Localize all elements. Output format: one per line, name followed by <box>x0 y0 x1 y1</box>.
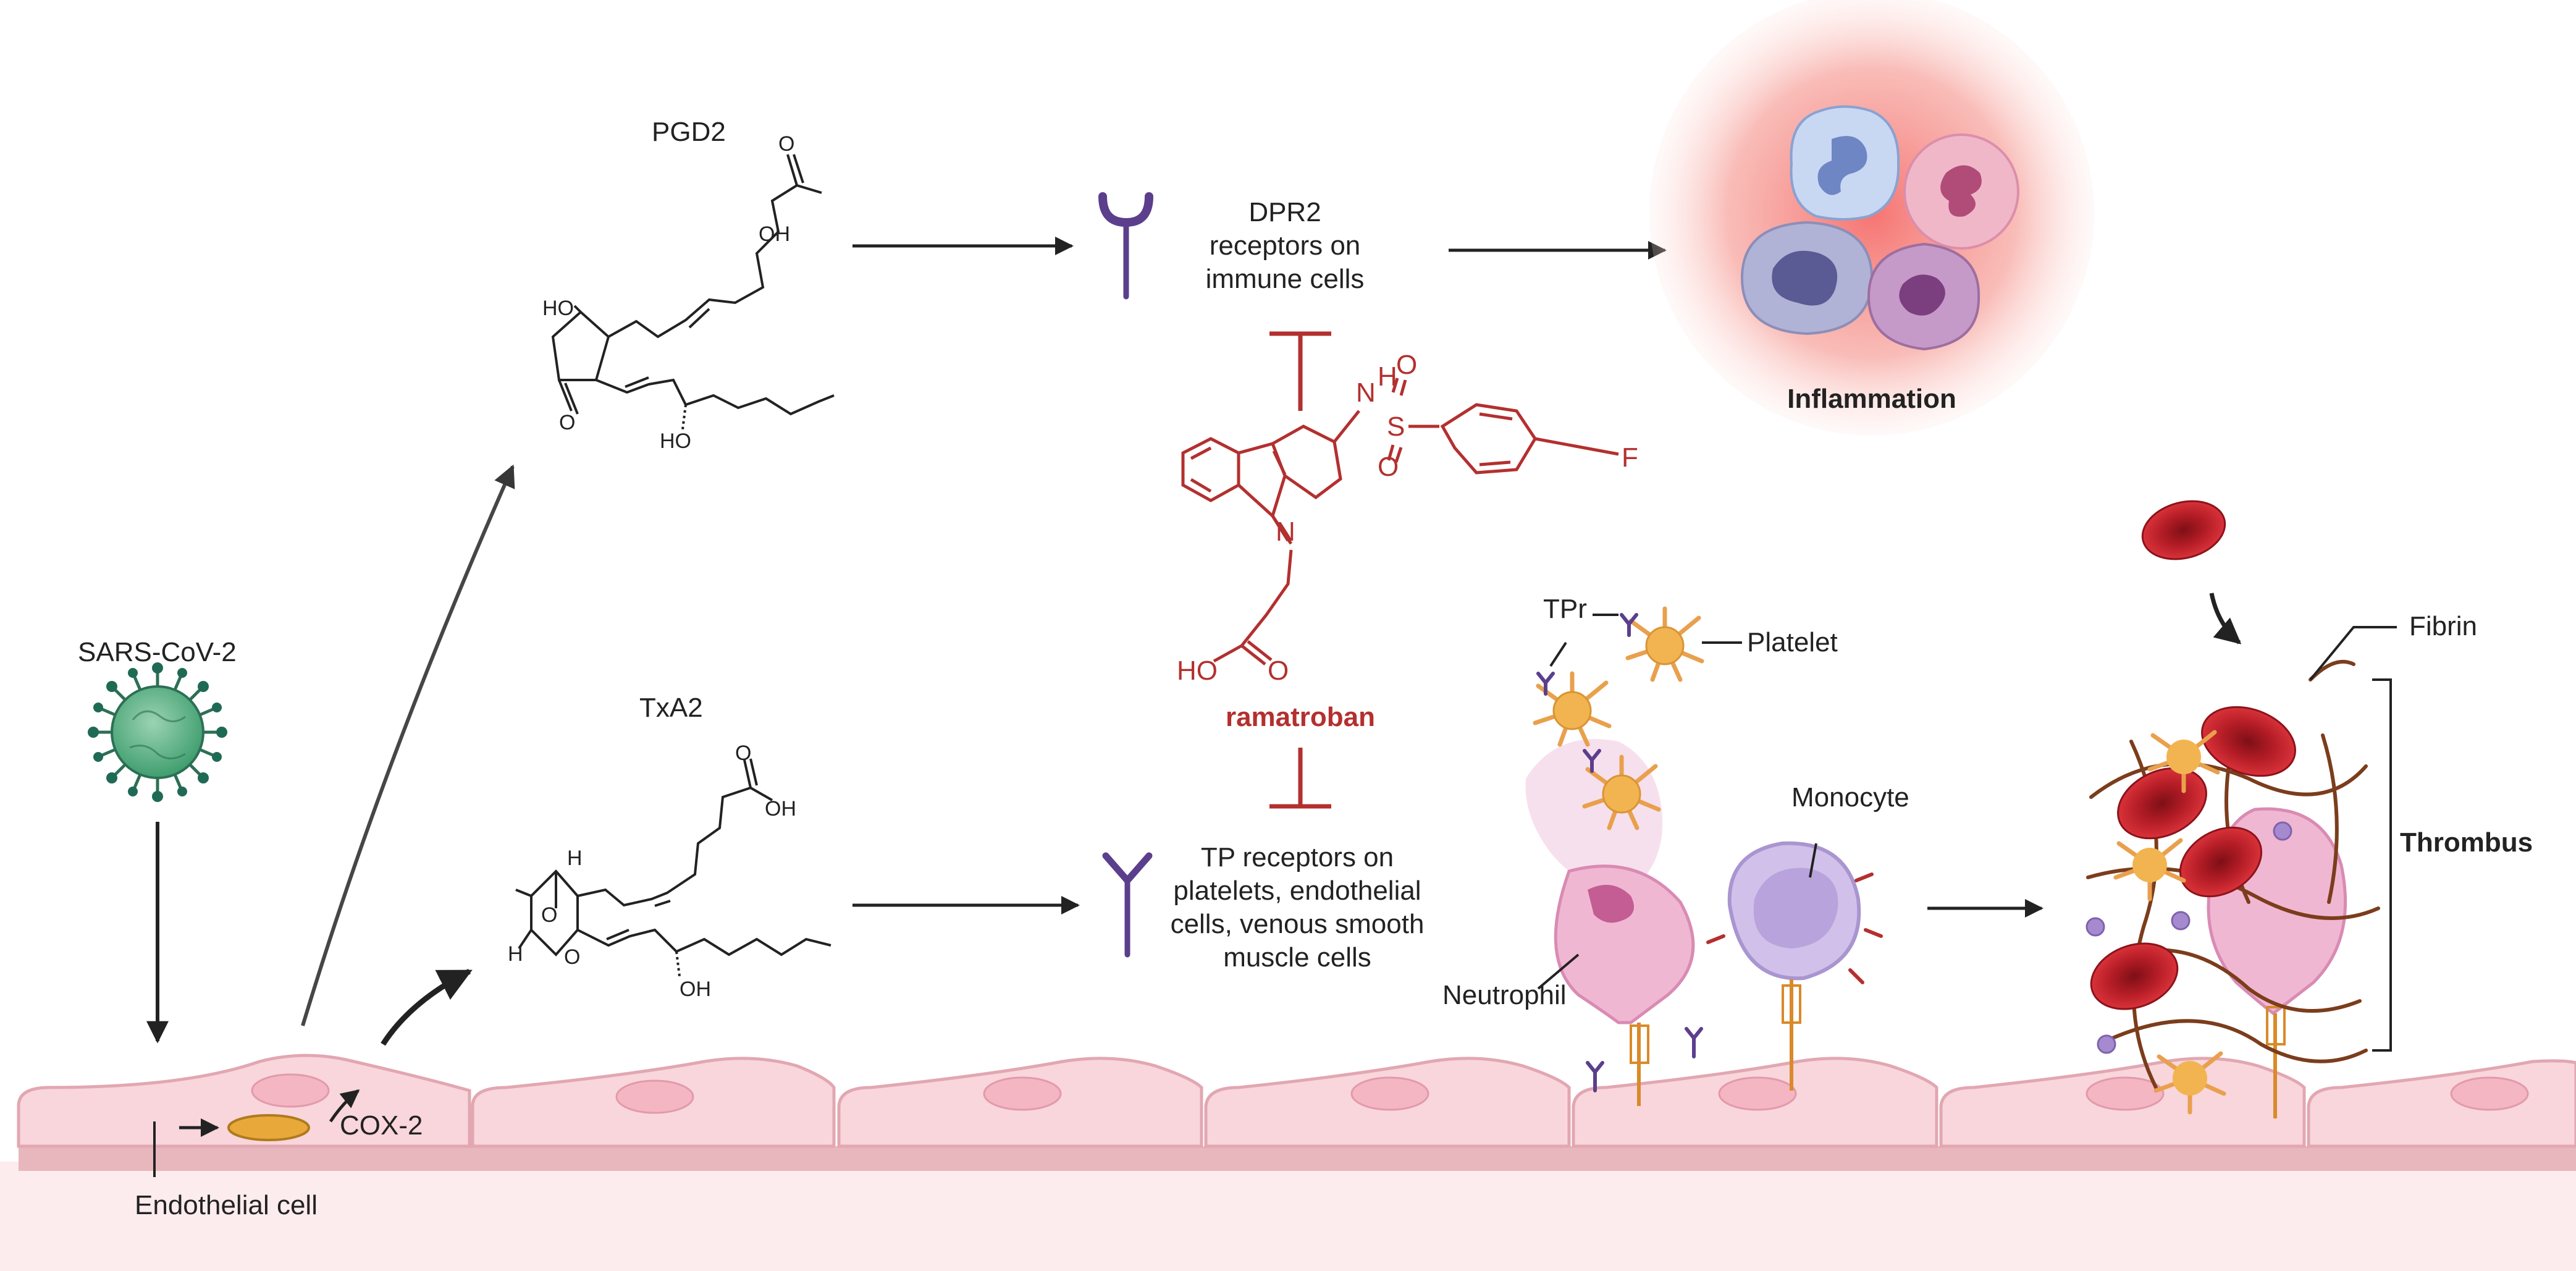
neutrophil-label: Neutrophil <box>1442 980 1567 1010</box>
basophil-cell <box>1867 242 1980 351</box>
thrombus-bracket <box>2372 678 2392 1052</box>
inhibit-dpr2-tbar <box>1269 331 1331 411</box>
monocyte-cell <box>1706 841 1883 1091</box>
sars-cov-2-group: SARS-CoV-2 <box>78 637 237 1044</box>
thrombus-small-particles <box>2086 821 2292 1054</box>
inflammation-group: Inflammation <box>1649 0 2094 436</box>
thrombus-platelets <box>2113 730 2226 1115</box>
endothelium-layer: COX-2 Endothelial cell <box>0 1054 2576 1271</box>
ram-ho: HO <box>1177 656 1218 686</box>
ram-n-sulfonamide: N <box>1356 378 1376 408</box>
tpr-receptor-icons <box>1536 613 1703 1092</box>
platelet-label: Platelet <box>1747 627 1838 657</box>
svg-text:receptors on: receptors on <box>1210 230 1361 261</box>
svg-text:platelets, endothelial: platelets, endothelial <box>1173 876 1421 906</box>
svg-text:immune cells: immune cells <box>1206 264 1365 294</box>
txa2-structure: TxA2 O OH H O H O OH <box>508 693 831 1001</box>
neutrophil-leader <box>1537 953 1580 990</box>
endothelial-nuclei <box>251 1073 2529 1114</box>
txa2-oh-bottom: OH <box>680 978 711 1001</box>
pgd2-ho-left: HO <box>542 297 574 320</box>
tpr-leader-diag <box>1549 641 1567 667</box>
ram-o: O <box>1268 656 1289 686</box>
tpr-label: TPr <box>1543 594 1587 624</box>
svg-text:cells, venous smooth: cells, venous smooth <box>1171 909 1425 939</box>
ramatroban-group: N N H S O O F HO O ramatroban <box>1177 331 1638 809</box>
monocyte-inflam-cell <box>1740 221 1874 336</box>
fibrin-leader <box>2309 626 2397 681</box>
tp-receptor-icon <box>1102 852 1153 958</box>
inflammation-glow <box>1649 0 2094 436</box>
thrombus-label: Thrombus <box>2400 827 2533 858</box>
cox2-label: COX-2 <box>340 1110 423 1141</box>
pgd2-carbonyl-o: O <box>778 132 794 156</box>
ramatroban-label: ramatroban <box>1226 702 1375 732</box>
inhibit-tp-tbar <box>1269 748 1331 809</box>
ram-h: H <box>1378 361 1397 392</box>
txa2-acid-oh: OH <box>765 797 796 821</box>
txa2-ring-o-upper: O <box>541 903 557 927</box>
svg-text:muscle cells: muscle cells <box>1223 942 1371 973</box>
fibrin-label: Fibrin <box>2409 611 2477 641</box>
platelet-activation-cluster: TPr Platelet Neutrophil Monocyte <box>1442 594 1909 1106</box>
to-pgd2-arrow <box>301 464 515 1026</box>
ram-n-ring: N <box>1276 517 1295 547</box>
ram-o1: O <box>1396 350 1417 380</box>
neutrophil-pink-cell <box>1903 133 2019 250</box>
eosinophil-cell <box>1790 105 1900 221</box>
dpr2-receptor-icon <box>1098 192 1153 300</box>
virus-icon <box>88 662 227 802</box>
txa2-label: TxA2 <box>639 693 703 723</box>
pgd2-acid-oh: OH <box>759 222 790 246</box>
ram-o2: O <box>1378 452 1399 482</box>
txa2-ring-o-lower: O <box>564 945 580 969</box>
ram-f: F <box>1622 442 1638 473</box>
pgd2-label: PGD2 <box>652 117 726 147</box>
monocyte-label: Monocyte <box>1791 782 1909 813</box>
pgd2-ho-bottom: HO <box>660 429 691 453</box>
txa2-carbonyl-o: O <box>735 741 751 765</box>
pgd2-structure: PGD2 O OH HO O HO <box>542 117 835 453</box>
svg-text:TP receptors on: TP receptors on <box>1201 842 1394 872</box>
cox2-enzyme <box>227 1114 310 1141</box>
basement-membrane <box>19 1146 2576 1171</box>
vessel-lumen-base <box>0 1162 2576 1271</box>
svg-text:DPR2: DPR2 <box>1248 197 1321 227</box>
to-txa2-arrow <box>381 968 473 1046</box>
sars-cov-2-label: SARS-CoV-2 <box>78 637 237 667</box>
txa2-h-left: H <box>508 942 523 966</box>
thrombus-group: Fibrin Thrombus <box>2086 500 2533 1118</box>
endothelial-cell-label: Endothelial cell <box>135 1190 318 1220</box>
ramatroban-structure <box>1181 378 1619 665</box>
monocyte-leader <box>1809 843 1817 878</box>
inflammation-label: Inflammation <box>1787 384 1956 414</box>
tp-receptors-label: TP receptors on platelets, endothelial c… <box>1171 842 1425 973</box>
free-red-blood-cell <box>2141 500 2226 560</box>
pgd2-ring-o: O <box>559 411 575 434</box>
dpr2-label: DPR2 receptors on immune cells <box>1206 197 1365 294</box>
neutrophil-cell <box>1554 864 1695 1106</box>
rbc-incoming-arrow <box>2209 593 2242 644</box>
ram-s: S <box>1387 412 1405 442</box>
cox2-small-arrow <box>329 1089 360 1123</box>
platelet-cell-2 <box>1625 606 1704 682</box>
platelet-cell-3 <box>1582 754 1661 830</box>
txa2-h-top: H <box>567 847 583 870</box>
